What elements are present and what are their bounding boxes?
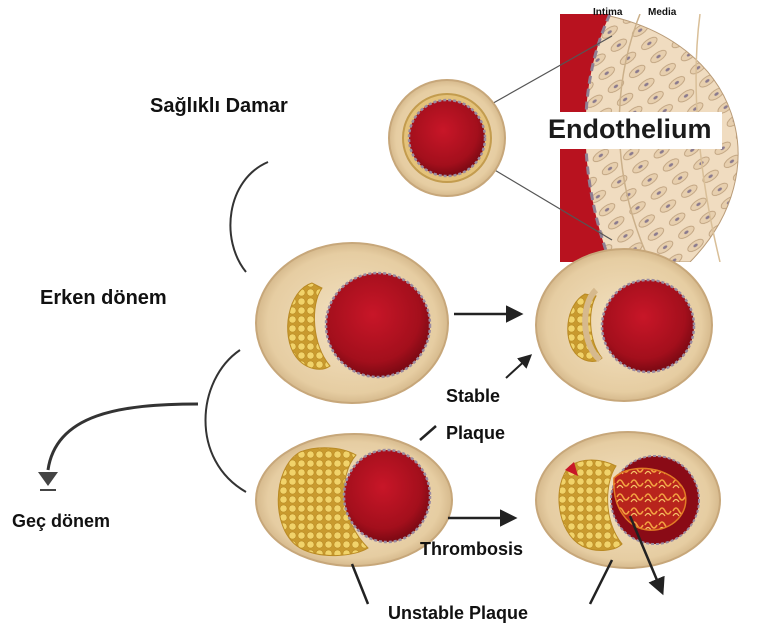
stable-plaque-label-line2: Plaque [446,424,505,442]
healthy-to-early-bracket [230,162,268,272]
unstable-plaque-vessel [536,432,720,568]
early-to-late-bracket [206,350,247,492]
early-stage-label: Erken dönem [40,288,167,308]
stable-plaque-vessel [536,249,712,401]
stable-plaque-label-line1: Stable [446,387,500,405]
unstable-plaque-label: Unstable Plaque [388,604,528,622]
unstable-pointer-left [352,564,368,604]
progression-arrow [48,404,198,470]
healthy-vessel-label: Sağlıklı Damar [150,96,288,116]
unstable-pointer-right [590,560,612,604]
stable-plaque-tick [420,426,436,440]
thrombosis-label: Thrombosis [420,540,523,558]
late-stage-label: Geç dönem [12,512,110,530]
early-stage-vessel [256,243,448,403]
progression-arrowhead [38,472,58,486]
endothelium-label: Endothelium [538,112,722,149]
media-label: Media [648,8,676,18]
healthy-vessel [389,80,505,196]
intima-label: Intima [593,8,622,18]
stable-plaque-pointer [506,356,530,378]
